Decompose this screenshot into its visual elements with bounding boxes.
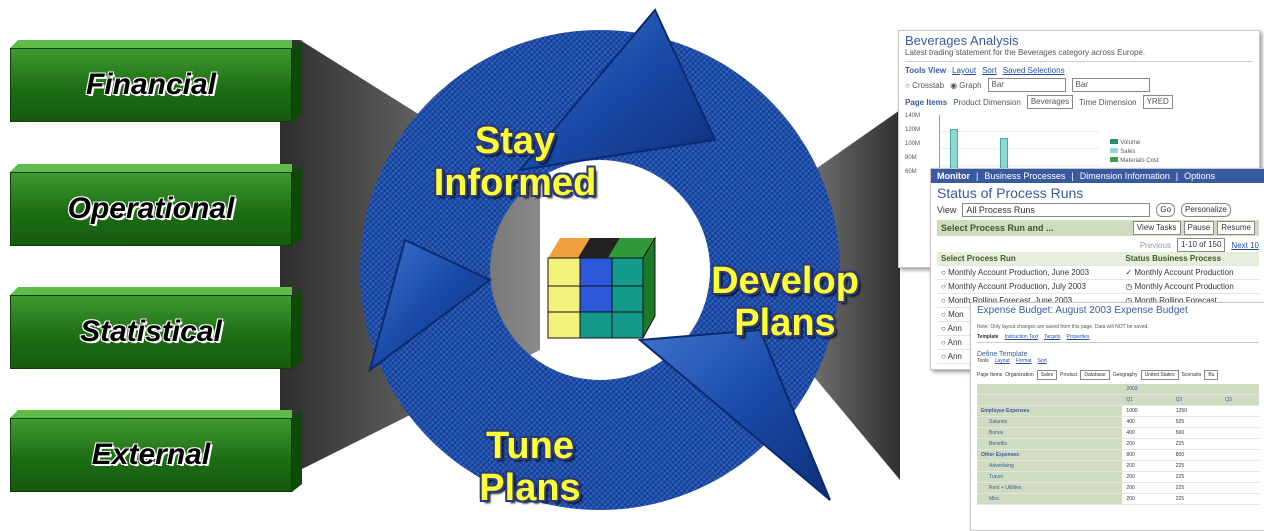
page-items-label: Page Items <box>977 372 1003 378</box>
tab-bar: Monitor| Business Processes| Dimension I… <box>931 169 1264 183</box>
y-tick: 80M <box>905 155 917 161</box>
legend-item: Volume <box>1110 137 1159 146</box>
tab-monitor[interactable]: Monitor <box>937 171 970 181</box>
tools-label: Tools View <box>905 66 947 75</box>
arrow-head-top <box>517 8 717 172</box>
cycle-label-tune-plans: Tune Plans <box>479 425 581 509</box>
view-label: View <box>937 205 957 215</box>
organization-select[interactable]: Sales <box>1036 370 1058 380</box>
tab-targets[interactable]: Targets <box>1044 334 1061 340</box>
y-tick: 140M <box>905 113 921 119</box>
personalize-button[interactable]: Personalize <box>1181 203 1231 217</box>
time-select[interactable]: YRED <box>1142 95 1173 109</box>
go-button[interactable]: Go <box>1156 203 1176 217</box>
range-select[interactable]: 1-10 of 150 <box>1176 238 1226 252</box>
filter-label: Geography <box>1112 372 1138 378</box>
page-subtitle: Latest trading statement for the Beverag… <box>905 48 1146 57</box>
next-link[interactable]: Next 10 <box>1231 240 1259 250</box>
saved-selections-link[interactable]: Saved Selections <box>1002 66 1065 75</box>
quarter-header: Q1 <box>1122 394 1172 406</box>
arrow-head-left <box>368 238 492 373</box>
scenario-select[interactable]: Bu <box>1204 370 1219 380</box>
year-header: 2003 <box>1122 384 1172 395</box>
page-items-label: Page Items <box>905 97 948 107</box>
cube-icon <box>547 236 656 339</box>
source-external: External <box>10 410 302 492</box>
tools-label: Tools <box>977 358 989 364</box>
tab-instruction-text[interactable]: Instruction Text <box>1004 334 1039 340</box>
time-dimension-label: Time Dimension <box>1079 97 1137 107</box>
product-select[interactable]: Beverages <box>1026 95 1074 109</box>
format-link[interactable]: Format <box>1015 358 1032 364</box>
crosstab-radio[interactable]: ○ Crosstab <box>905 80 945 90</box>
product-select[interactable]: Database <box>1080 370 1110 380</box>
cycle-label-develop-plans: Develop Plans <box>711 260 859 344</box>
view-select[interactable]: All Process Runs <box>962 203 1151 217</box>
previous-link[interactable]: Previous <box>1139 240 1171 250</box>
layout-link[interactable]: Layout <box>994 358 1010 364</box>
quarter-header: Q3 <box>1221 394 1259 406</box>
graph-type-select-2[interactable]: Bar <box>1071 78 1150 92</box>
graph-type-select[interactable]: Bar <box>987 78 1066 92</box>
view-tasks-button[interactable]: View Tasks <box>1132 221 1181 235</box>
source-operational: Operational <box>10 164 302 246</box>
filter-label: Scenario <box>1181 372 1202 378</box>
column-header: Select Process Run <box>937 252 1122 266</box>
quarter-header: Q2 <box>1171 394 1222 406</box>
graph-radio[interactable]: ◉ Graph <box>950 80 982 90</box>
source-label: Statistical <box>80 315 222 348</box>
source-financial: Financial <box>10 40 302 122</box>
product-dimension-label: Product Dimension <box>953 97 1021 107</box>
section-title: Select Process Run and ... <box>941 223 1054 233</box>
y-tick: 100M <box>905 141 921 147</box>
legend-item: Sales <box>1110 146 1159 155</box>
cycle-label-stay-informed: Stay Informed <box>433 120 597 204</box>
page-title: Expense Budget: August 2003 Expense Budg… <box>977 305 1188 316</box>
filter-label: Product <box>1060 372 1078 378</box>
tab-properties[interactable]: Properties <box>1066 334 1090 340</box>
y-tick: 60M <box>905 169 917 175</box>
sort-link[interactable]: Sort <box>1037 358 1047 364</box>
tab-business-processes[interactable]: Business Processes <box>984 171 1066 181</box>
column-header: Status Business Process <box>1121 252 1259 266</box>
page-title: Beverages Analysis <box>905 33 1019 48</box>
filter-label: Organization <box>1005 372 1034 378</box>
sort-link[interactable]: Sort <box>982 66 997 75</box>
section-title: Define Template <box>977 351 1028 358</box>
resume-button[interactable]: Resume <box>1217 221 1255 235</box>
source-statistical: Statistical <box>10 287 302 369</box>
arrow-head-right <box>637 328 831 501</box>
tab-dimension-information[interactable]: Dimension Information <box>1079 171 1170 181</box>
table-row[interactable]: ○ Monthly Account Production, June 2003✓… <box>937 265 1259 280</box>
table-row[interactable]: ○ Monthly Account Production, July 2003◷… <box>937 279 1259 294</box>
source-label: Financial <box>85 68 217 101</box>
geography-select[interactable]: United States <box>1140 370 1179 380</box>
legend-item: Materials Cost <box>1110 155 1159 164</box>
page-title: Status of Process Runs <box>937 185 1084 201</box>
pause-button[interactable]: Pause <box>1183 221 1215 235</box>
y-tick: 120M <box>905 127 921 133</box>
tab-options[interactable]: Options <box>1184 171 1216 181</box>
tab-template[interactable]: Template <box>977 334 999 340</box>
source-label: External <box>91 438 211 471</box>
note-text: Note: Only layout changes are saved from… <box>977 324 1149 330</box>
layout-link[interactable]: Layout <box>952 66 977 75</box>
source-label: Operational <box>67 192 235 225</box>
screenshot-expense-budget: Expense Budget: August 2003 Expense Budg… <box>970 302 1264 531</box>
